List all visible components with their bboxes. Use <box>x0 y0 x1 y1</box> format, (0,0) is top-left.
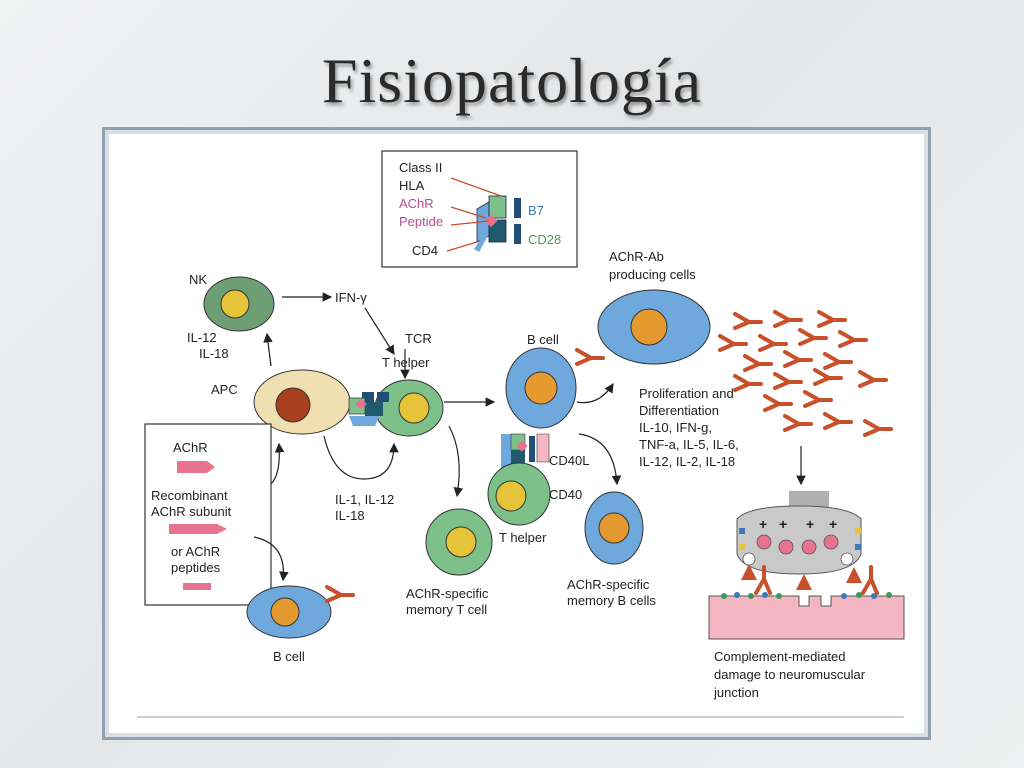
svg-text:IL-10, IFN-g,: IL-10, IFN-g, <box>639 420 712 435</box>
cd40-label: CD40 <box>549 487 582 502</box>
antibodies-cloud <box>718 310 893 437</box>
svg-text:Differentiation: Differentiation <box>639 403 719 418</box>
apc-cell: APC <box>211 369 351 435</box>
il18-label: IL-18 <box>199 346 229 361</box>
t-helper-cell-2: CD40L CD40 T helper <box>487 433 589 545</box>
svg-text:Proliferation and: Proliferation and <box>639 386 734 401</box>
inset-box: Class II HLA AChR Peptide CD4 B7 CD28 <box>381 150 578 268</box>
complement-label-2: damage to neuromuscular <box>714 667 866 682</box>
complement-label-3: junction <box>713 685 759 700</box>
svg-text:+: + <box>759 516 767 532</box>
svg-text:TNF-a, IL-5, IL-6,: TNF-a, IL-5, IL-6, <box>639 437 739 452</box>
proliferation-text: Proliferation and Differentiation IL-10,… <box>639 386 739 469</box>
legend-achr: AChR <box>173 440 208 455</box>
il1-label-2: IL-18 <box>335 508 365 523</box>
b-cell-bottom: B cell <box>246 585 355 664</box>
inset-achr: AChR <box>399 196 434 211</box>
subunit-shape <box>169 524 227 534</box>
inset-b7: B7 <box>528 203 544 218</box>
svg-text:IL-12, IL-2, IL-18: IL-12, IL-2, IL-18 <box>639 454 735 469</box>
il12-label: IL-12 <box>187 330 217 345</box>
inset-peptide: Peptide <box>399 214 443 229</box>
memory-t-label-2: memory T cell <box>406 602 487 617</box>
memory-b-label-1: AChR-specific <box>567 577 650 592</box>
apc-label: APC <box>211 382 238 397</box>
achr-ab-producing-cell: AChR-Ab producing cells <box>597 249 711 365</box>
achr-shape <box>177 461 215 473</box>
myasthenia-pathophysiology-diagram: Class II HLA AChR Peptide CD4 B7 CD28 <box>137 150 905 718</box>
tcr-shape <box>488 195 507 219</box>
achr-ab-label-1: AChR-Ab <box>609 249 664 264</box>
cd28-shape <box>514 224 521 244</box>
slide-title: Fisiopatología <box>321 45 703 116</box>
achr-ab-label-2: producing cells <box>609 267 696 282</box>
ifn-gamma-label: IFN-γ <box>335 290 367 305</box>
b-cell-top-label: B cell <box>527 332 559 347</box>
memory-t-cell: AChR-specific memory T cell <box>406 508 493 617</box>
legend-or-2: peptides <box>171 560 221 575</box>
legend-box: AChR Recombinant AChR subunit or AChR pe… <box>144 423 272 606</box>
tcr-label: TCR <box>405 331 432 346</box>
legend-or-1: or AChR <box>171 544 220 559</box>
peptide-shape <box>183 583 211 590</box>
memory-b-label-2: memory B cells <box>567 593 656 608</box>
b-cell-top: B cell <box>505 332 605 429</box>
neuromuscular-junction: + + + + Complement-mediated <box>708 491 905 700</box>
cd40l-label: CD40L <box>549 453 589 468</box>
b7-shape <box>514 198 521 218</box>
peptide-diamond <box>484 214 498 228</box>
nerve-terminal <box>736 505 862 575</box>
nk-cell: NK IL-12 IL-18 <box>187 272 275 361</box>
nk-label: NK <box>189 272 207 287</box>
b-cell-bottom-label: B cell <box>273 649 305 664</box>
t-helper-cell: TCR T helper <box>348 331 444 437</box>
memory-b-cell: AChR-specific memory B cells <box>567 491 656 608</box>
diagram-canvas: Class II HLA AChR Peptide CD4 B7 CD28 <box>109 134 924 733</box>
svg-text:+: + <box>779 516 787 532</box>
il1-label-1: IL-1, IL-12 <box>335 492 394 507</box>
svg-text:+: + <box>806 516 814 532</box>
complement-label-1: Complement-mediated <box>714 649 846 664</box>
legend-recombinant-2: AChR subunit <box>151 504 232 519</box>
legend-recombinant-1: Recombinant <box>151 488 228 503</box>
t-helper-label: T helper <box>382 355 430 370</box>
diagram-frame: Class II HLA AChR Peptide CD4 B7 CD28 <box>102 127 931 740</box>
t-helper-2-label: T helper <box>499 530 547 545</box>
svg-text:+: + <box>829 516 837 532</box>
inset-cd28: CD28 <box>528 232 561 247</box>
muscle-membrane <box>708 595 905 640</box>
inset-hla: HLA <box>399 178 425 193</box>
inset-cd4: CD4 <box>412 243 438 258</box>
inset-class-ii: Class II <box>399 160 442 175</box>
memory-t-label-1: AChR-specific <box>406 586 489 601</box>
